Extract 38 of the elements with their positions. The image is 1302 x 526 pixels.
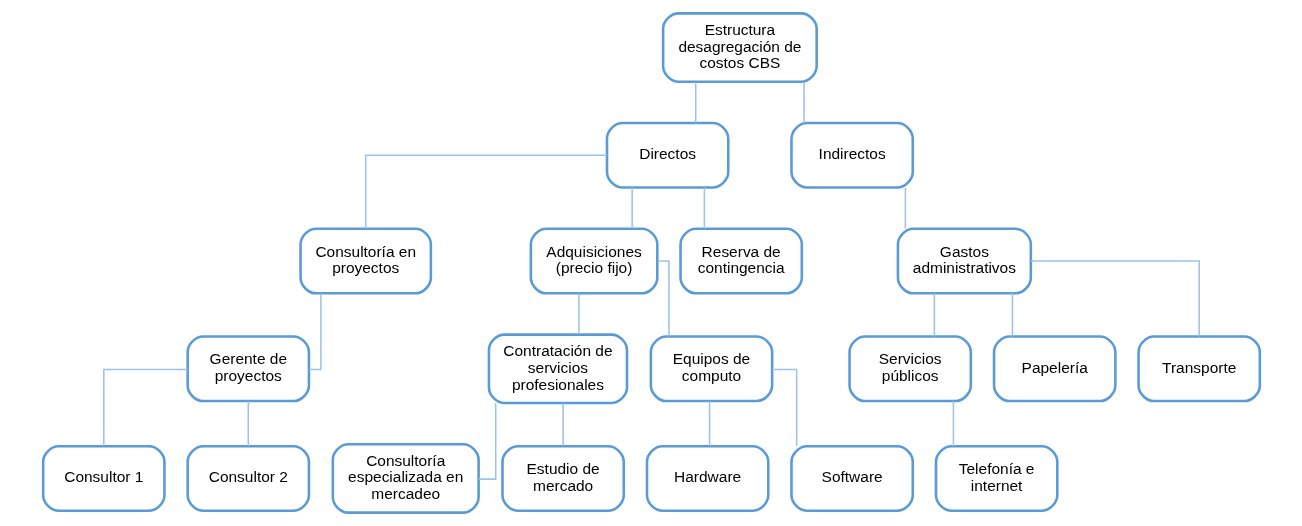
node-box: Transporte	[1136, 335, 1261, 403]
node-box: Consultoría en proyectos	[298, 227, 432, 295]
node-box: Reserva de contingencia	[678, 227, 803, 295]
node-box: Equipos de computo	[649, 335, 773, 403]
connector	[1029, 260, 1200, 338]
node-box: Contratación de servicios profesionales	[487, 333, 628, 405]
connector	[952, 400, 954, 447]
connector	[904, 186, 906, 230]
connector	[577, 292, 580, 336]
connector	[1011, 292, 1013, 338]
connector	[802, 81, 805, 124]
connector	[656, 260, 670, 338]
node-box: Papelería	[992, 335, 1117, 403]
connector	[708, 400, 710, 447]
node-box: Telefonía e internet	[934, 444, 1059, 512]
node-box: Directos	[605, 121, 730, 189]
node-box: Servicios públicos	[847, 335, 972, 403]
connector	[933, 292, 935, 338]
node-box: Consultoría especializada en mercadeo	[331, 443, 480, 514]
connector	[307, 292, 322, 371]
node-box: Gastos administrativos	[896, 227, 1032, 295]
node-box: Adquisiciones (precio fijo)	[529, 227, 659, 295]
node-box: Consultor 2	[185, 444, 310, 512]
node-box: Indirectos	[789, 121, 914, 189]
connector	[247, 400, 249, 447]
connector	[364, 154, 608, 230]
connector	[694, 81, 696, 124]
node-box: Gerente de proyectos	[185, 335, 310, 403]
node-box: Software	[789, 444, 914, 512]
connector	[561, 402, 564, 447]
connector	[703, 186, 705, 230]
node-box: Estudio de mercado	[500, 444, 625, 512]
node-box: Consultor 1	[41, 444, 166, 512]
node-box: Estructura desagregación de costos CBS	[661, 12, 818, 83]
node-box: Hardware	[645, 444, 770, 512]
connector	[771, 368, 797, 447]
connector	[102, 368, 188, 447]
connector	[630, 186, 633, 230]
